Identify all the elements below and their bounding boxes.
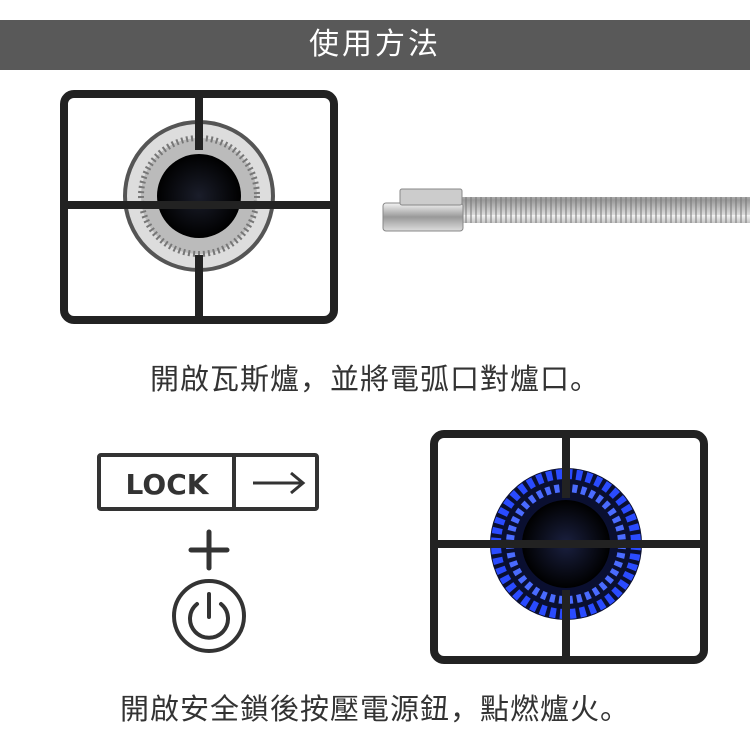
power-icon <box>172 579 246 653</box>
header-bar: 使用方法 <box>0 20 750 70</box>
plus-icon <box>188 529 230 571</box>
stove-burner-off-image <box>60 90 338 324</box>
igniter-lighter-image <box>382 188 750 232</box>
lock-button-icon: LOCK <box>97 453 319 511</box>
arrow-right-icon <box>253 471 306 495</box>
lock-label: LOCK <box>125 468 209 501</box>
step1-caption: 開啟瓦斯爐，並將電弧口對爐口。 <box>149 362 600 396</box>
header-title: 使用方法 <box>309 27 441 62</box>
stove-burner-lit-image <box>430 430 708 664</box>
step2-caption: 開啟安全鎖後按壓電源鈕，點燃爐火。 <box>119 692 630 726</box>
